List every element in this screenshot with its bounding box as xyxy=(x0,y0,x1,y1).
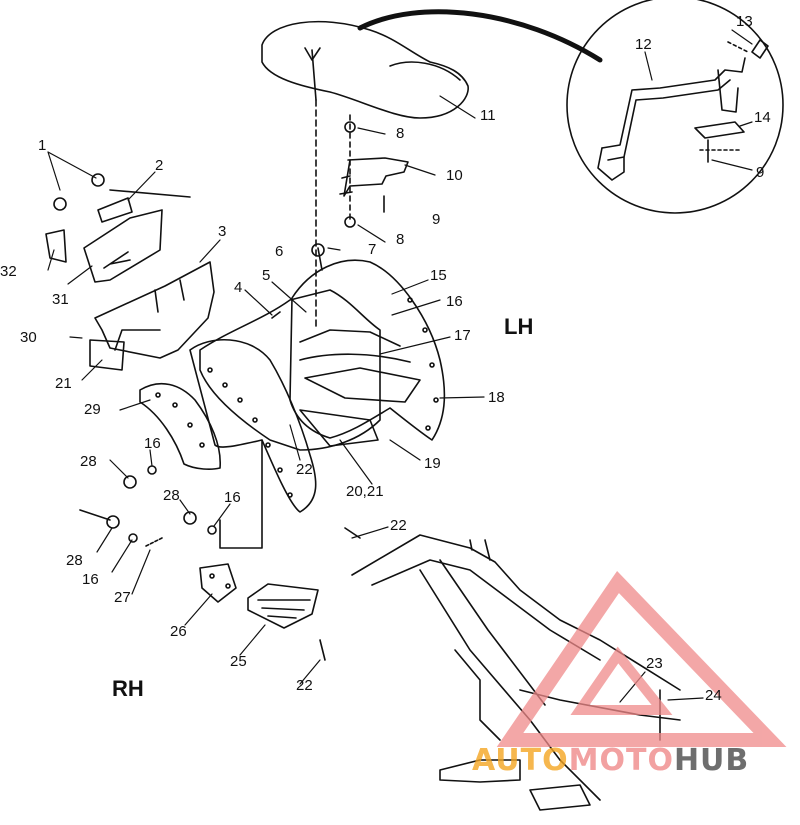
callout-3: 3 xyxy=(218,223,227,240)
side-label-lh: LH xyxy=(504,314,534,339)
callout-18: 18 xyxy=(488,389,505,406)
callout-14: 14 xyxy=(754,109,771,126)
callout-30: 30 xyxy=(20,329,37,346)
callout-17: 17 xyxy=(454,327,471,344)
callout-10: 10 xyxy=(446,167,463,184)
mud-flap xyxy=(139,382,221,470)
callout-22c: 22 xyxy=(296,677,313,694)
callout-24: 24 xyxy=(705,687,722,704)
callout-5: 5 xyxy=(262,267,271,284)
callout-1: 1 xyxy=(38,137,47,154)
detail-inset xyxy=(566,0,784,214)
callout-15: 15 xyxy=(430,267,447,284)
rh-fender xyxy=(189,339,317,513)
rear-fender xyxy=(289,243,446,441)
callout-6: 6 xyxy=(275,243,284,260)
fasteners xyxy=(79,439,361,661)
watermark-part-2: MOTO xyxy=(568,743,674,778)
frame xyxy=(351,534,681,811)
callout-19: 19 xyxy=(424,455,441,472)
callout-8a: 8 xyxy=(396,125,405,142)
callout-31: 31 xyxy=(52,291,69,308)
callout-32: 32 xyxy=(0,263,17,280)
watermark-part-1: AUTO xyxy=(472,743,569,778)
side-label-rh: RH xyxy=(112,676,144,701)
callout-8b: 8 xyxy=(396,231,405,248)
callout-28b: 28 xyxy=(163,487,180,504)
watermark-logo xyxy=(496,570,787,747)
callout-27: 27 xyxy=(114,589,131,606)
callout-29: 29 xyxy=(84,401,101,418)
callout-28c: 28 xyxy=(66,552,83,569)
battery-box xyxy=(45,173,215,371)
callout-23: 23 xyxy=(646,655,663,672)
watermark-part-3: HUB xyxy=(673,743,750,778)
watermark-text: AUTOMOTOHUB xyxy=(472,746,749,776)
callout-26: 26 xyxy=(170,623,187,640)
callout-21: 21 xyxy=(55,375,72,392)
callout-13: 13 xyxy=(736,13,753,30)
callout-16a: 16 xyxy=(446,293,463,310)
callout-12: 12 xyxy=(635,36,652,53)
callout-16c: 16 xyxy=(224,489,241,506)
callout-7: 7 xyxy=(368,241,377,258)
cable-arc xyxy=(357,9,603,63)
callout-2: 2 xyxy=(155,157,164,174)
seat-bracket xyxy=(315,99,409,331)
callout-11: 11 xyxy=(480,107,496,124)
callout-16d: 16 xyxy=(82,571,99,588)
center-body xyxy=(199,289,381,451)
callout-20-21: 20,21 xyxy=(346,483,384,500)
seat-part xyxy=(261,20,469,119)
callout-9a: 9 xyxy=(432,211,441,228)
callout-22a: 22 xyxy=(296,461,313,478)
callout-4: 4 xyxy=(234,279,243,296)
footrest xyxy=(199,563,319,629)
callout-9b: 9 xyxy=(756,164,765,181)
leader-lines xyxy=(47,29,753,703)
callout-16b: 16 xyxy=(144,435,161,452)
callout-22b: 22 xyxy=(390,517,407,534)
callout-25: 25 xyxy=(230,653,247,670)
callout-28a: 28 xyxy=(80,453,97,470)
